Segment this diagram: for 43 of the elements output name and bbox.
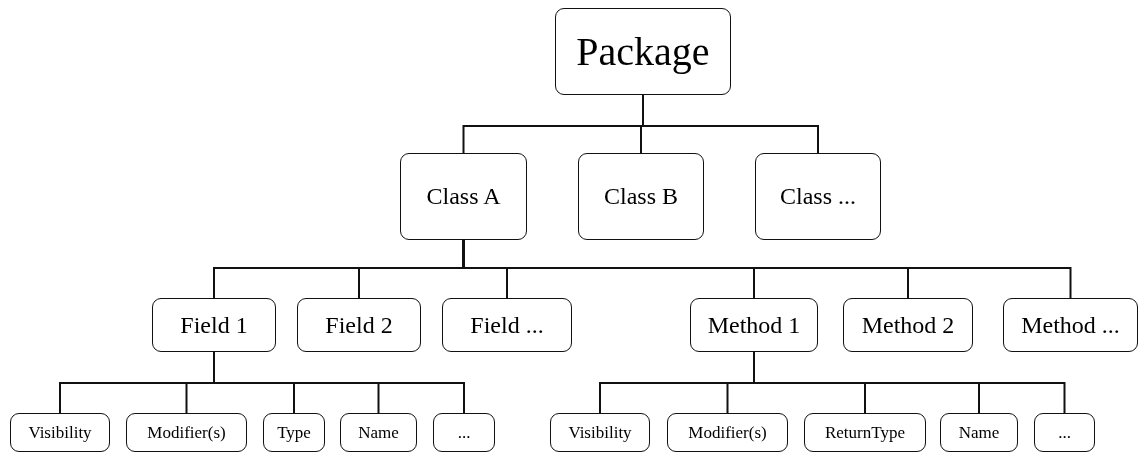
rounded-box xyxy=(578,153,704,240)
node-label: Name xyxy=(358,422,399,443)
connector-line xyxy=(753,351,1066,414)
node-label: Method ... xyxy=(1021,311,1120,339)
rounded-box xyxy=(1034,413,1095,452)
rounded-box xyxy=(297,298,421,352)
connector-line xyxy=(213,351,465,414)
node-label: Class ... xyxy=(780,183,856,210)
node-label: ... xyxy=(1058,422,1071,443)
node-label: Modifier(s) xyxy=(147,422,226,443)
rounded-box xyxy=(400,153,527,240)
node-label: Class B xyxy=(604,183,678,210)
rounded-box xyxy=(804,413,926,452)
node-label: Name xyxy=(958,422,1000,443)
rounded-box xyxy=(690,298,818,352)
rounded-box xyxy=(555,8,731,95)
node-label: ... xyxy=(457,422,471,443)
rounded-box xyxy=(340,413,417,452)
connector-line xyxy=(642,94,819,154)
node-label: Visibility xyxy=(568,422,632,443)
rounded-box xyxy=(10,413,110,452)
node-label: Package xyxy=(576,28,710,75)
node-label: Field 2 xyxy=(325,311,393,339)
rounded-box xyxy=(152,298,276,352)
node-label: Method 1 xyxy=(707,311,801,339)
rounded-box xyxy=(433,413,495,452)
rounded-box xyxy=(1003,298,1138,352)
rounded-box xyxy=(126,413,247,452)
rounded-box xyxy=(667,413,788,452)
rounded-box xyxy=(940,413,1018,452)
rounded-box xyxy=(843,298,973,352)
rounded-box xyxy=(755,153,881,240)
rounded-box xyxy=(550,413,650,452)
rounded-box xyxy=(442,298,572,352)
node-label: Visibility xyxy=(28,422,92,443)
rounded-box xyxy=(263,413,325,452)
node-label: Type xyxy=(277,422,311,443)
node-label: Modifier(s) xyxy=(688,422,767,443)
node-label: Field 1 xyxy=(180,311,248,339)
node-label: Class A xyxy=(426,183,501,210)
node-label: Field ... xyxy=(470,311,544,339)
node-label: ReturnType xyxy=(825,422,905,443)
node-label: Method 2 xyxy=(861,311,955,339)
